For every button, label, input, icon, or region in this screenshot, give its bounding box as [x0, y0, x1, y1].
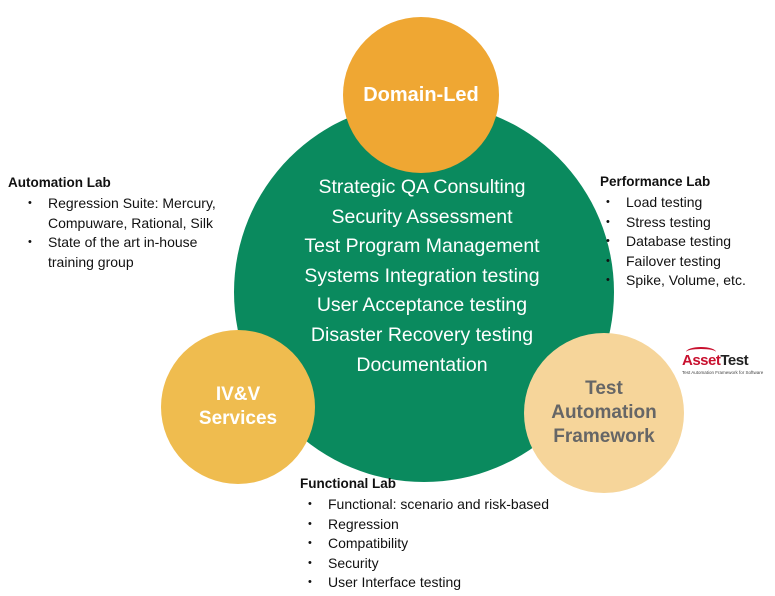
performance-lab-list: Load testing Stress testing Database tes… — [606, 193, 775, 291]
center-item: Strategic QA Consulting — [318, 176, 526, 198]
ivv-services-label: IV&V Services — [198, 384, 278, 429]
center-item: User Acceptance testing — [316, 294, 528, 317]
list-item: Regression — [308, 515, 608, 535]
assettest-logo-name: AssetTest — [682, 347, 762, 369]
domain-led-label: Domain-Led — [363, 83, 479, 106]
list-item: Compatibility — [308, 534, 608, 554]
center-services-list: Strategic QA Consulting Security Assessm… — [250, 173, 594, 380]
functional-lab-list: Functional: scenario and risk-based Regr… — [308, 495, 608, 593]
logo-tagline: Test Automation Framework for Software — [682, 370, 764, 375]
center-item: Documentation — [356, 353, 488, 376]
center-item: Systems Integration testing — [304, 264, 540, 287]
logo-name-part2: Test — [720, 352, 749, 369]
list-item: Security — [308, 554, 608, 574]
assettest-logo: AssetTest Test Automation Framework for … — [682, 347, 764, 383]
list-item: Functional: scenario and risk-based — [308, 495, 608, 515]
center-item: Test Program Management — [304, 235, 540, 258]
list-item: Failover testing — [606, 252, 775, 272]
center-item: Disaster Recovery testing — [310, 323, 534, 346]
logo-swoosh-icon — [686, 347, 716, 357]
functional-lab-title: Functional Lab — [300, 476, 396, 491]
center-item: Security Assessment — [331, 205, 513, 228]
domain-led-circle: Domain-Led — [343, 17, 499, 173]
list-item: Stress testing — [606, 213, 775, 233]
list-item: Regression Suite: Mercury, Compuware, Ra… — [28, 194, 268, 233]
list-item: Database testing — [606, 232, 775, 252]
list-item: Spike, Volume, etc. — [606, 271, 775, 291]
ivv-services-circle: IV&V Services — [161, 330, 315, 484]
automation-lab-list: Regression Suite: Mercury, Compuware, Ra… — [28, 194, 268, 272]
performance-lab-title: Performance Lab — [600, 174, 711, 189]
test-automation-framework-circle: Test Automation Framework — [524, 333, 684, 493]
list-item: State of the art in-house training group — [28, 233, 268, 272]
list-item: User Interface testing — [308, 573, 608, 593]
list-item: Load testing — [606, 193, 775, 213]
automation-lab-title: Automation Lab — [8, 175, 111, 190]
test-automation-framework-label: Test Automation Framework — [551, 378, 657, 447]
